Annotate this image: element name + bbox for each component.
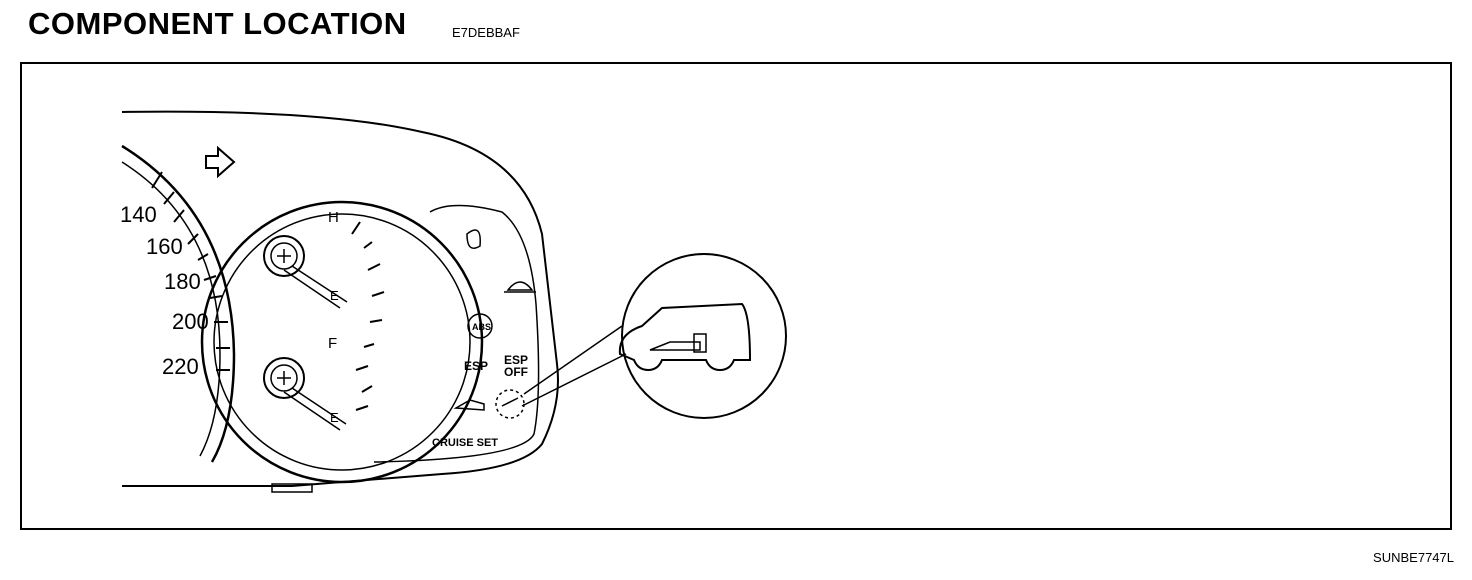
speedo-tick-180: 180 <box>164 269 201 294</box>
key-head <box>693 333 707 353</box>
cluster-connector <box>271 483 313 493</box>
esp-label: ESP <box>464 359 488 373</box>
immobilizer-vehicle-icon <box>618 302 752 372</box>
gauge-face <box>213 213 471 471</box>
fuel-needle-hub <box>263 357 305 399</box>
document-code: E7DEBBAF <box>452 25 520 40</box>
speedo-tick-140: 140 <box>120 202 157 227</box>
turn-signal-icon <box>205 145 236 179</box>
temp-hot-label: H <box>328 209 339 226</box>
washer-icon <box>504 281 536 293</box>
speedometer-bezel <box>121 144 236 463</box>
temp-needle-hub <box>263 235 305 277</box>
page-title: COMPONENT LOCATION <box>28 6 407 41</box>
abs-label: ABS <box>472 322 491 332</box>
esp-off-label-line1: ESP <box>504 353 528 367</box>
cruise-icon <box>453 399 485 411</box>
esp-off-label-line2: OFF <box>504 365 528 379</box>
speedo-tick-160: 160 <box>146 234 183 259</box>
callout-leader <box>521 325 627 407</box>
key-icon <box>649 341 701 351</box>
fuel-full-label: F <box>328 335 337 352</box>
immobilizer-callout-circle <box>621 253 787 419</box>
headlight-icon <box>466 229 481 249</box>
speedometer-inner-ring <box>121 161 221 457</box>
instrument-cluster-diagram: 140 160 180 200 220 H F E E ABS ESP ESP … <box>120 110 787 493</box>
gauge-bezel <box>200 200 484 484</box>
temp-needle-end-label: E <box>330 288 339 303</box>
immobilizer-callout-origin <box>495 389 525 419</box>
figure-id: SUNBE7747L <box>1373 550 1454 565</box>
temp-needle <box>283 265 348 309</box>
cruise-set-label: CRUISE SET <box>432 437 498 449</box>
abs-icon <box>467 313 493 339</box>
cluster-housing <box>121 110 559 487</box>
fuel-needle-end-label: E <box>330 410 339 425</box>
speedo-tick-200: 200 <box>172 309 209 334</box>
cluster-housing-inner <box>373 204 540 463</box>
speedo-tick-220: 220 <box>162 354 199 379</box>
diagram-frame: 140 160 180 200 220 H F E E ABS ESP ESP … <box>20 62 1452 530</box>
fuel-needle <box>283 387 347 431</box>
